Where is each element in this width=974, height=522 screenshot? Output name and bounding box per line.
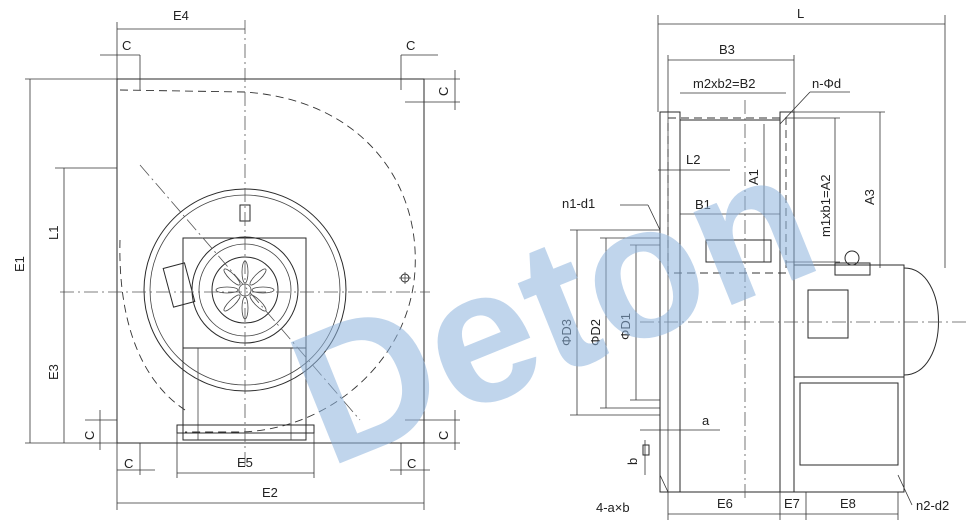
watermark-logo: Deton — [264, 108, 843, 506]
scroll-housing-inner — [119, 239, 186, 411]
label-C-right-bottom: C — [436, 431, 451, 440]
label-B3: B3 — [719, 42, 735, 57]
label-D1: ΦD1 — [618, 313, 633, 340]
label-A1: A1 — [746, 169, 761, 185]
motor-stand-inner — [799, 382, 899, 466]
outlet-flange-outline — [667, 117, 787, 274]
label-E6: E6 — [717, 496, 733, 511]
label-E7: E7 — [784, 496, 800, 511]
motor-eye-base — [834, 262, 871, 276]
scroll-housing-outline — [119, 89, 416, 433]
label-E1: E1 — [12, 256, 27, 272]
label-E4: E4 — [173, 8, 189, 23]
side-view: L B3 m2xb2=B2 n-Φd A3 m1xb1=A2 A1 L2 B1 — [559, 6, 970, 520]
label-L: L — [797, 6, 804, 21]
label-E8: E8 — [840, 496, 856, 511]
label-A2: m1xb1=A2 — [818, 174, 833, 237]
outlet-section — [705, 239, 772, 263]
label-n2-d2: n2-d2 — [916, 498, 949, 513]
label-E3: E3 — [46, 364, 61, 380]
label-C-top-left: C — [122, 38, 131, 53]
motor-terminal-box — [807, 289, 849, 339]
label-C-right-top: C — [436, 87, 451, 96]
motor-fan-slots — [215, 260, 275, 320]
motor-stand — [793, 376, 905, 493]
outlet-duct — [182, 347, 307, 441]
label-n1-d1: n1-d1 — [562, 196, 595, 211]
label-D2: ΦD2 — [588, 319, 603, 346]
label-A3: A3 — [862, 189, 877, 205]
front-view: E4 C C C E1 L1 E3 C C — [12, 8, 460, 510]
label-E5: E5 — [237, 455, 253, 470]
label-L1: L1 — [46, 226, 61, 240]
label-4-axb: 4-a×b — [596, 500, 630, 515]
motor-lifting-eye — [844, 250, 860, 266]
label-B2: m2xb2=B2 — [693, 76, 756, 91]
front-plate — [116, 78, 425, 444]
label-C-top-right: C — [406, 38, 415, 53]
motor-fan-guard — [211, 256, 279, 324]
terminal-box — [162, 262, 196, 308]
label-b: b — [625, 458, 640, 465]
outlet-flange — [176, 424, 315, 434]
label-L2: L2 — [686, 152, 700, 167]
label-C-bottom-left: C — [124, 456, 133, 471]
label-E2: E2 — [262, 485, 278, 500]
motor-end-cap — [903, 267, 939, 376]
label-C-bottom-right: C — [407, 456, 416, 471]
label-C-left-bottom: C — [82, 431, 97, 440]
label-D3: ΦD3 — [559, 319, 574, 346]
label-a: a — [702, 413, 710, 428]
label-B1: B1 — [695, 197, 711, 212]
label-n-phid: n-Φd — [812, 76, 841, 91]
